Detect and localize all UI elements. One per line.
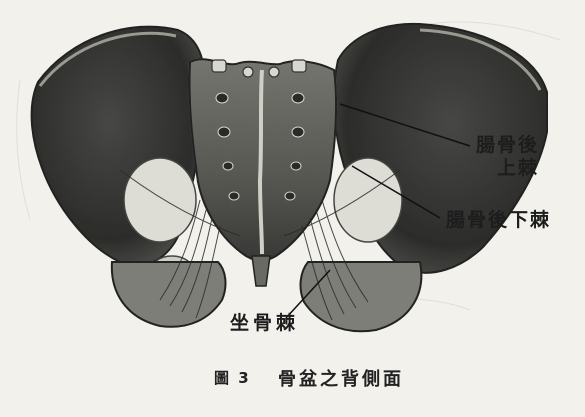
label-posterior-superior-iliac-spine-line1: 腸骨後 <box>476 134 539 157</box>
label-ischial-spine: 坐骨棘 <box>230 312 299 335</box>
figure-number: 圖 3 <box>214 367 251 388</box>
sacrum <box>189 59 336 260</box>
label-posterior-inferior-iliac-spine: 腸骨後下棘 <box>446 209 551 232</box>
coccyx <box>252 256 270 286</box>
figure-title: 骨盆之背側面 <box>278 365 404 391</box>
label-posterior-superior-iliac-spine-line2: 上棘 <box>497 157 539 180</box>
